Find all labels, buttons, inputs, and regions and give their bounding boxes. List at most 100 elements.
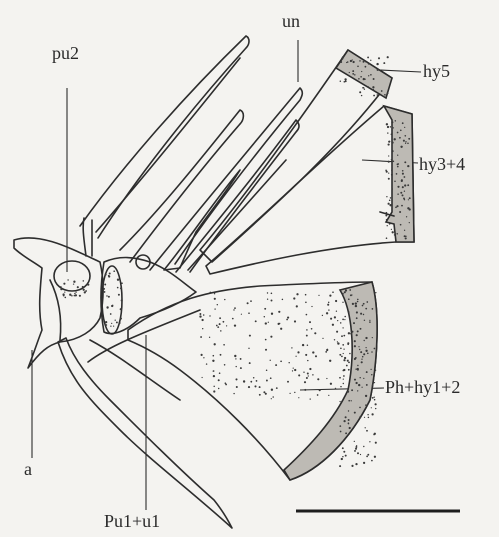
stipple-dot <box>69 294 71 296</box>
stipple-dot <box>349 72 350 73</box>
stipple-dot <box>296 305 298 307</box>
stipple-dot <box>341 57 343 59</box>
stipple-dot <box>372 397 374 399</box>
stipple-dot <box>287 317 289 319</box>
hypural-5 <box>200 50 392 262</box>
stipple-dot <box>371 460 373 462</box>
stipple-dot <box>361 359 362 360</box>
stipple-dot <box>356 317 358 319</box>
stipple-dot <box>106 295 107 296</box>
stipple-dot <box>343 420 345 422</box>
stipple-dot <box>203 314 205 316</box>
stipple-dot <box>219 372 221 374</box>
stipple-dot <box>236 386 238 388</box>
stipple-dot <box>360 76 362 78</box>
stipple-dot <box>113 270 115 272</box>
stipple-dot <box>354 379 356 381</box>
stipple-dot <box>75 292 76 293</box>
stipple-dot <box>280 360 282 362</box>
stipple-dot <box>369 320 370 321</box>
stipple-dot <box>318 295 319 296</box>
stipple-dot <box>361 387 362 388</box>
stipple-dot <box>296 293 298 295</box>
stipple-dot <box>337 342 339 344</box>
stipple-dot <box>365 337 367 339</box>
stipple-dot <box>365 427 366 428</box>
stipple-dot <box>342 370 344 372</box>
stipple-dot <box>74 293 76 295</box>
stipple-dot <box>347 343 349 345</box>
stipple-dot <box>364 340 365 341</box>
stipple-dot <box>399 211 401 213</box>
stipple-dot <box>373 78 375 80</box>
stipple-dot <box>371 374 372 375</box>
stipple-dot <box>206 363 207 364</box>
stipple-dot <box>405 141 406 142</box>
stipple-dot <box>391 141 393 143</box>
stipple-dot <box>270 360 271 361</box>
stipple-dot <box>214 343 216 345</box>
stipple-dot <box>387 225 388 226</box>
stipple-dot <box>341 458 343 460</box>
stipple-dot <box>310 398 311 399</box>
stipple-dot <box>359 349 360 350</box>
stipple-dot <box>345 416 347 418</box>
stipple-dot <box>397 166 399 168</box>
stipple-dot <box>361 71 362 72</box>
stipple-dot <box>295 356 296 357</box>
stipple-dot <box>293 297 295 299</box>
stipple-dot <box>397 155 398 156</box>
stipple-dot <box>282 299 284 301</box>
parhypural-hypural-1-2 <box>88 282 377 480</box>
stipple-dot <box>363 78 365 80</box>
stipple-dot <box>121 299 123 301</box>
stipple-dot <box>362 87 364 89</box>
stipple-dot <box>265 339 267 341</box>
stipple-dot <box>388 178 390 180</box>
stipple-dot <box>199 315 201 317</box>
stipple-dot <box>342 293 344 295</box>
stipple-dot <box>82 286 84 288</box>
label-un: un <box>282 12 300 30</box>
stipple-dot <box>325 351 327 353</box>
stipple-dot <box>213 355 215 357</box>
stipple-dot <box>363 61 365 63</box>
stipple-dot <box>363 353 365 355</box>
stipple-dot <box>391 121 393 123</box>
stipple-dot <box>374 348 376 350</box>
stipple-dot <box>355 305 357 307</box>
stipple-dot <box>400 192 402 194</box>
stipple-dot <box>397 193 399 195</box>
stipple-dot <box>248 386 250 388</box>
stipple-dot <box>307 372 309 374</box>
stipple-dot <box>363 303 365 305</box>
stipple-dot <box>326 349 328 351</box>
stipple-dot <box>377 94 379 96</box>
stipple-dot <box>64 297 66 299</box>
stipple-dot <box>298 397 299 398</box>
stipple-dot <box>271 300 273 302</box>
stipple-dot <box>386 123 388 125</box>
stipple-dot <box>248 348 249 349</box>
stipple-dot <box>319 389 321 391</box>
stipple-dot <box>271 389 273 391</box>
stipple-dot <box>267 299 268 300</box>
stipple-dot <box>371 351 373 353</box>
stipple-dot <box>266 380 268 382</box>
stipple-dot <box>108 275 110 277</box>
stipple-dot <box>334 316 336 318</box>
stipple-dot <box>240 358 242 360</box>
stipple-dot <box>396 233 398 235</box>
stipple-dot <box>387 132 388 133</box>
stipple-dot <box>344 291 346 293</box>
stipple-dot <box>117 279 119 281</box>
stipple-dot <box>362 305 364 307</box>
stipple-dot <box>120 308 122 310</box>
stipple-dot <box>391 174 393 176</box>
stipple-dot <box>267 292 268 293</box>
stipple-dot <box>309 368 311 370</box>
stipple-dot <box>372 89 374 91</box>
stipple-dot <box>330 383 332 385</box>
stipple-dot <box>360 328 362 330</box>
